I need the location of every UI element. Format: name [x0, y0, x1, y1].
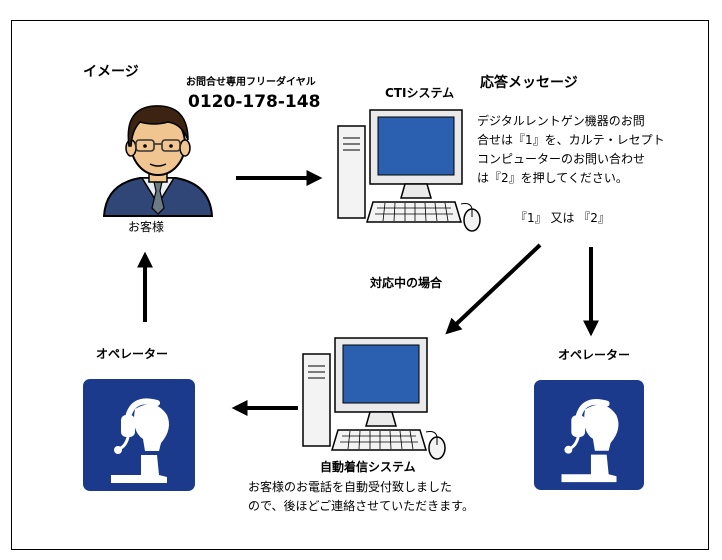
auto-message-line: お客様のお電話を自動受付致しました	[248, 480, 453, 494]
businessman-avatar-icon	[102, 105, 214, 217]
choice-label: 『1』 又は 『2』	[515, 211, 610, 225]
arrow-cti-to-auto	[445, 243, 542, 335]
response-line: コンピューターのお問い合わせ	[477, 152, 646, 166]
busy-case-label: 対応中の場合	[370, 276, 443, 290]
image-title: イメージ	[83, 64, 139, 80]
response-line: デジタルレントゲン機器のお問	[477, 114, 645, 128]
response-line: 合せは『1』を、カルテ・レセプト	[477, 133, 665, 147]
auto-message-line: ので、後ほどご連絡させていただきます。	[248, 499, 474, 513]
diagram-frame	[11, 20, 709, 550]
response-line: は『2』を押してください。	[477, 171, 628, 185]
response-message-title: 応答メッセージ	[480, 75, 578, 91]
phone-number: 0120-178-148	[188, 92, 321, 112]
operator-right-label: オペレーター	[558, 348, 631, 362]
desktop-computer-icon	[337, 109, 481, 232]
customer-label: お客様	[128, 220, 165, 234]
desktop-computer-icon	[302, 337, 446, 460]
auto-message: お客様のお電話を自動受付致しました ので、後ほどご連絡させていただきます。	[248, 478, 474, 516]
operator-left-label: オペレーター	[96, 347, 169, 361]
auto-system-label: 自動着信システム	[320, 460, 416, 474]
response-message: デジタルレントゲン機器のお問 合せは『1』を、カルテ・レセプト コンピューターの…	[477, 112, 665, 188]
cti-system-label: CTIシステム	[385, 86, 455, 100]
headset-operator-icon	[534, 380, 644, 490]
headset-operator-icon	[83, 379, 195, 491]
freedial-label: お問合せ専用フリーダイヤル	[186, 77, 316, 88]
